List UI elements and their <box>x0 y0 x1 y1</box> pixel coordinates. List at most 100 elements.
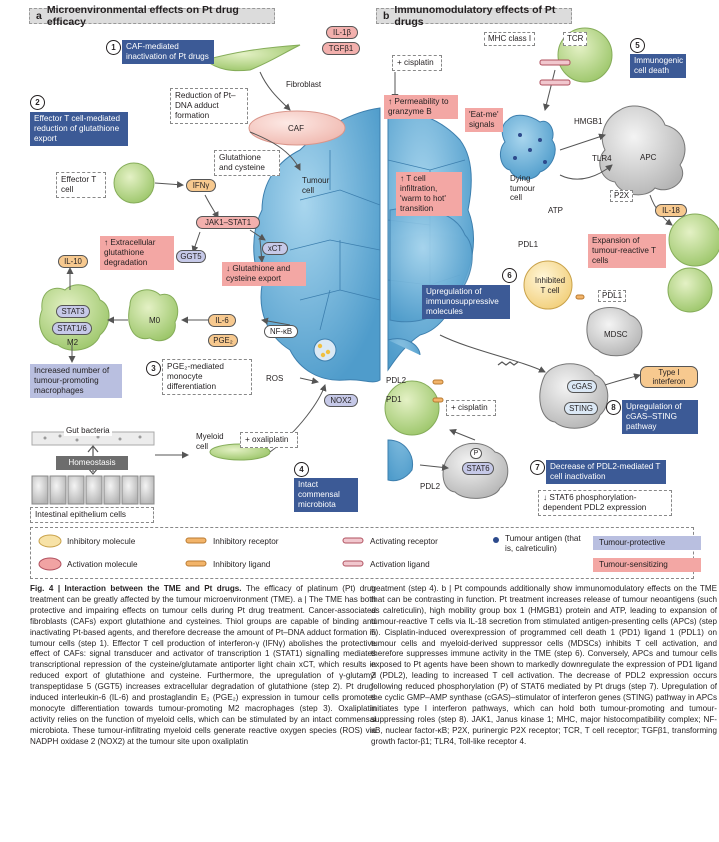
tumour-cell-label: Tumour cell <box>302 176 330 195</box>
panel-b-title: b Immunomodulatory effects of Pt drugs <box>376 4 572 28</box>
myeloid-cell-label: Myeloid cell <box>196 432 224 451</box>
fibroblast-cell <box>203 44 301 72</box>
step-2-effector-t-cell: Effector T cell-mediated reduction of gl… <box>30 112 128 146</box>
legend-tumour-sensitizing: Tumour-sensitizing <box>593 558 701 572</box>
type-i-interferon-pill: Type I interferon <box>640 366 698 388</box>
caf-cell <box>248 110 346 146</box>
oxaliplatin-label: + oxaliplatin <box>240 432 298 448</box>
step-8-cgas-sting: Upregulation of cGAS–STING pathway <box>622 400 698 434</box>
step-3-marker: 3 <box>146 361 161 376</box>
sting-pill: STING <box>564 402 598 415</box>
hmgb1-label: HMGB1 <box>574 117 603 126</box>
gut-bacteria-label: Gut bacteria <box>64 426 112 436</box>
glutathione-export-box: ↓ Glutathione and cysteine export <box>222 262 306 286</box>
step-7-marker: 7 <box>530 460 545 475</box>
ggt-degradation-box: ↑ Extracellular glutathione degradation <box>100 236 174 270</box>
dying-tumour-cell <box>499 114 556 180</box>
caption-left-text: The efficacy of platinum (Pt) drug treat… <box>30 584 376 746</box>
gut-illustration <box>31 431 155 505</box>
panel-a-title: a Microenvironmental effects on Pt drug … <box>29 4 275 28</box>
panel-b-title-text: Immunomodulatory effects of Pt drugs <box>394 4 556 28</box>
legend-glyphs <box>38 534 499 571</box>
eat-me-box: 'Eat-me' signals <box>465 108 503 132</box>
inhibited-t-cell-label: Inhibited T cell <box>534 276 566 295</box>
pge2-pill: PGE₂ <box>208 334 238 347</box>
homeostasis-label: Homeostasis <box>56 456 128 470</box>
macrophage-box: Increased number of tumour-promoting mac… <box>30 364 122 398</box>
p2x-label: P2X <box>610 190 634 202</box>
pd1-t-cell <box>384 380 440 436</box>
m2-label: M2 <box>67 338 79 347</box>
inhibited-t-cell-shape <box>523 260 573 310</box>
m0-cell <box>128 289 179 342</box>
legend-inhibitory-receptor: Inhibitory receptor <box>213 537 279 546</box>
step-6-marker: 6 <box>502 268 517 283</box>
ifng-pill: IFNγ <box>186 179 216 192</box>
cgas-pill: cGAS <box>567 380 597 393</box>
p-pill: P <box>470 448 482 459</box>
m0-label: M0 <box>149 316 161 325</box>
caption-right: treatment (step 4). b | Pt compounds add… <box>371 584 717 746</box>
tgfb1-pill: TGFβ1 <box>322 42 360 55</box>
cisplatin-top-label: + cisplatin <box>392 55 442 71</box>
apc-cell <box>599 105 686 196</box>
pdl2-a-label: PDL2 <box>386 376 407 385</box>
panel-a-title-text: Microenvironmental effects on Pt drug ef… <box>46 4 239 28</box>
xct-pill: xCT <box>262 242 288 255</box>
pdl1-b-label: PDL1 <box>598 290 627 302</box>
il1b-pill: IL-1β <box>326 26 358 39</box>
step-5-marker: 5 <box>630 38 645 53</box>
nox2-pill: NOX2 <box>324 394 358 407</box>
mhc-label: MHC class I <box>484 32 536 46</box>
legend-inhibitory-ligand: Inhibitory ligand <box>213 560 271 569</box>
legend-tumour-antigen: Tumour antigen (that is, calreticulin) <box>505 534 581 553</box>
caf-label: CAF <box>288 124 304 133</box>
atp-label: ATP <box>548 206 563 215</box>
il18-pill: IL-18 <box>655 204 687 217</box>
mdsc-label: MDSC <box>604 330 628 339</box>
legend-tumour-protective: Tumour-protective <box>593 536 701 550</box>
pd1-label: PD1 <box>386 395 402 404</box>
step-3-pge2: PGE₂-mediated monocyte differentiation <box>162 359 252 395</box>
panel-b-letter: b <box>383 10 390 22</box>
step-7-pdl2: Decrease of PDL2-mediated T cell inactiv… <box>546 460 666 484</box>
apc-label: APC <box>640 153 657 162</box>
reduction-adduct-box: Reduction of Pt–DNA adduct formation <box>170 88 248 124</box>
cisplatin-bottom-label: + cisplatin <box>446 400 496 416</box>
step-4-microbiota: Intact commensal microbiota <box>294 478 358 512</box>
caption-title: Interaction between the TME and Pt drugs… <box>64 584 242 593</box>
mdsc-cell <box>586 307 643 357</box>
step-1-marker: 1 <box>106 40 121 55</box>
tlr4-label: TLR4 <box>592 154 612 163</box>
jak1-stat1-pill: JAK1–STAT1 <box>196 216 260 229</box>
reactive-t-cell-b <box>667 267 713 313</box>
fibroblast-label: Fibroblast <box>286 80 322 89</box>
panel-a-letter: a <box>36 10 42 22</box>
step-6-immunosuppressive: Upregulation of immunosuppressive molecu… <box>422 285 510 319</box>
glutathione-cysteine-label: Glutathione and cysteine <box>214 150 280 176</box>
step-8-marker: 8 <box>606 400 621 415</box>
legend-activation-ligand: Activation ligand <box>370 560 430 569</box>
expansion-box: Expansion of tumour-reactive T cells <box>588 234 666 268</box>
legend-activation-molecule: Activation molecule <box>67 560 138 569</box>
ggt5-pill: GGT5 <box>176 250 206 263</box>
stat1-6-pill: STAT1/6 <box>52 322 92 335</box>
pdl1-a-label: PDL1 <box>518 240 539 249</box>
nfkb-pill: NF-κB <box>264 325 298 338</box>
il10-pill: IL-10 <box>58 255 88 268</box>
permeability-box: ↑ Permeability to granzyme B <box>384 95 458 119</box>
step-2-marker: 2 <box>30 95 45 110</box>
tumour-mass-left <box>253 107 381 383</box>
step-1-caf-inactivation: CAF-mediated inactivation of Pt drugs <box>122 40 214 64</box>
step-5-immunogenic-death: Immunogenic cell death <box>630 54 686 78</box>
pdl2-b-label: PDL2 <box>420 482 441 491</box>
caption-fig-number: Fig. 4 | <box>30 584 61 593</box>
intestinal-epithelium-label: Intestinal epithelium cells <box>30 507 154 523</box>
stat3-pill: STAT3 <box>56 305 90 318</box>
stat6-pill: STAT6 <box>462 462 494 475</box>
tumour-cells-pdl2 <box>387 338 421 482</box>
caption-left: Fig. 4 | Interaction between the TME and… <box>30 584 376 748</box>
ros-label: ROS <box>266 374 284 383</box>
effector-t-cell <box>113 162 155 204</box>
